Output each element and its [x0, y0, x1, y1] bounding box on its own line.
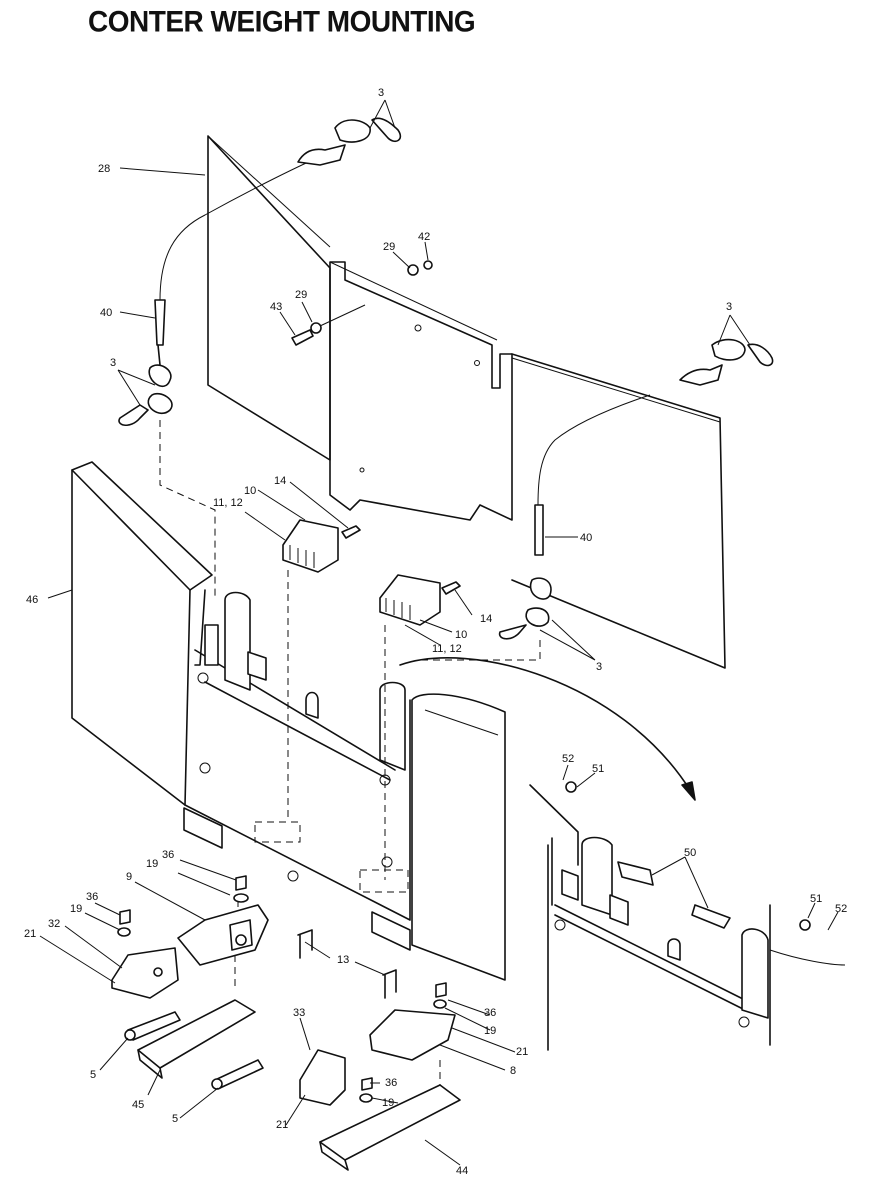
callout-45: 45 — [132, 1099, 144, 1111]
callout-19: 19 — [484, 1025, 496, 1037]
cover-panel-center — [329, 261, 513, 521]
pad-44 — [319, 1084, 461, 1171]
callout-36: 36 — [86, 891, 98, 903]
callout-36: 36 — [385, 1077, 397, 1089]
callout-11-12: 11, 12 — [213, 497, 243, 509]
callout-28: 28 — [98, 163, 110, 175]
callout-52: 52 — [562, 753, 574, 765]
callout-51: 51 — [810, 893, 822, 905]
callout-33: 33 — [293, 1007, 305, 1019]
callout-3: 3 — [596, 661, 602, 673]
callout-11-12: 11, 12 — [432, 643, 462, 655]
bracket-32 — [111, 909, 179, 999]
pin-5-left — [124, 1011, 181, 1041]
detail-arrow — [399, 657, 696, 801]
bracket-9 — [177, 875, 269, 966]
counterweight-right-block — [411, 693, 506, 981]
callout-29: 29 — [295, 289, 307, 301]
callout-36: 36 — [484, 1007, 496, 1019]
pad-45 — [137, 999, 256, 1079]
bracket-33 — [299, 1049, 373, 1106]
bracket-8 — [369, 982, 456, 1061]
callout-10: 10 — [244, 485, 256, 497]
callout-51: 51 — [592, 763, 604, 775]
detail-view — [529, 781, 846, 1051]
callout-36: 36 — [162, 849, 174, 861]
callout-42: 42 — [418, 231, 430, 243]
callout-5: 5 — [90, 1069, 96, 1081]
callout-21: 21 — [24, 928, 36, 940]
callout-3: 3 — [110, 357, 116, 369]
plate-13 — [297, 929, 397, 999]
diagram-title: CONTER WEIGHT MOUNTING — [88, 5, 476, 38]
callout-labels: 3 28 42 29 43 29 40 3 3 40 10 14 11, 12 … — [24, 87, 847, 1177]
wire-rope-left — [118, 117, 402, 426]
cover-panel-left — [207, 135, 331, 461]
wire-rope-right — [498, 338, 774, 640]
callout-43: 43 — [270, 301, 282, 313]
callout-5: 5 — [172, 1113, 178, 1125]
callout-3: 3 — [378, 87, 384, 99]
callout-14: 14 — [480, 613, 492, 625]
cover-panel-right — [511, 353, 726, 669]
pin-5-center — [211, 1059, 264, 1090]
callout-40: 40 — [100, 307, 112, 319]
callout-14: 14 — [274, 475, 286, 487]
callout-8: 8 — [510, 1065, 516, 1077]
rubber-mount-right — [379, 574, 461, 626]
callout-52: 52 — [835, 903, 847, 915]
callout-40: 40 — [580, 532, 592, 544]
callout-3: 3 — [726, 301, 732, 313]
rubber-mount-left — [282, 519, 361, 573]
callout-13: 13 — [337, 954, 349, 966]
leader-lines — [39, 99, 839, 1166]
callout-19: 19 — [146, 858, 158, 870]
callout-10: 10 — [455, 629, 467, 641]
callout-29: 29 — [383, 241, 395, 253]
callout-19: 19 — [70, 903, 82, 915]
counterweight-body — [71, 461, 411, 951]
callout-32: 32 — [48, 918, 60, 930]
callout-21: 21 — [516, 1046, 528, 1058]
callout-46: 46 — [26, 594, 38, 606]
callout-19: 19 — [382, 1097, 394, 1109]
callout-9: 9 — [126, 871, 132, 883]
callout-44: 44 — [456, 1165, 468, 1177]
bolt-washer-group-upper — [291, 260, 433, 346]
callout-50: 50 — [684, 847, 696, 859]
callout-21: 21 — [276, 1119, 288, 1131]
